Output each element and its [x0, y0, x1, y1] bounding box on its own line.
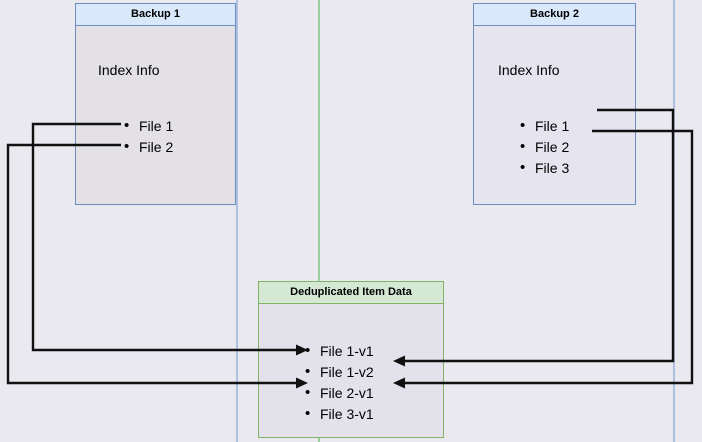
dedup-item-file-2-v1[interactable]: File 2-v1: [305, 384, 374, 401]
dedup-item-file-1-v2[interactable]: File 1-v2: [305, 363, 374, 380]
guide-line-vertical-center: [318, 0, 320, 442]
guide-line-vertical-right: [673, 0, 675, 442]
backup-1-box[interactable]: Backup 1 Index Info File 1 File 2: [75, 3, 236, 205]
backup-1-item-file-1[interactable]: File 1: [124, 117, 173, 134]
deduplicated-item-data-box[interactable]: Deduplicated Item Data File 1-v1 File 1-…: [258, 281, 444, 438]
dedup-item-file-3-v1[interactable]: File 3-v1: [305, 405, 374, 422]
backup-2-box[interactable]: Backup 2 Index Info File 1 File 2 File 3: [473, 3, 636, 205]
dedup-item-file-1-v1[interactable]: File 1-v1: [305, 342, 374, 359]
backup-2-title: Backup 2: [474, 4, 635, 26]
backup-2-item-file-2[interactable]: File 2: [520, 138, 569, 155]
deduplicated-item-data-title: Deduplicated Item Data: [259, 282, 443, 304]
backup-1-title: Backup 1: [76, 4, 235, 26]
backup-2-item-file-1[interactable]: File 1: [520, 117, 569, 134]
backup-1-item-file-2[interactable]: File 2: [124, 138, 173, 155]
backup-2-heading: Index Info: [498, 62, 560, 78]
backup-1-heading: Index Info: [98, 62, 160, 78]
backup-2-body: Index Info File 1 File 2 File 3: [474, 26, 635, 204]
backup-2-item-file-3[interactable]: File 3: [520, 159, 569, 176]
backup-1-body: Index Info File 1 File 2: [76, 26, 235, 204]
deduplicated-item-data-body: File 1-v1 File 1-v2 File 2-v1 File 3-v1: [259, 304, 443, 437]
guide-line-vertical-left: [236, 0, 238, 442]
